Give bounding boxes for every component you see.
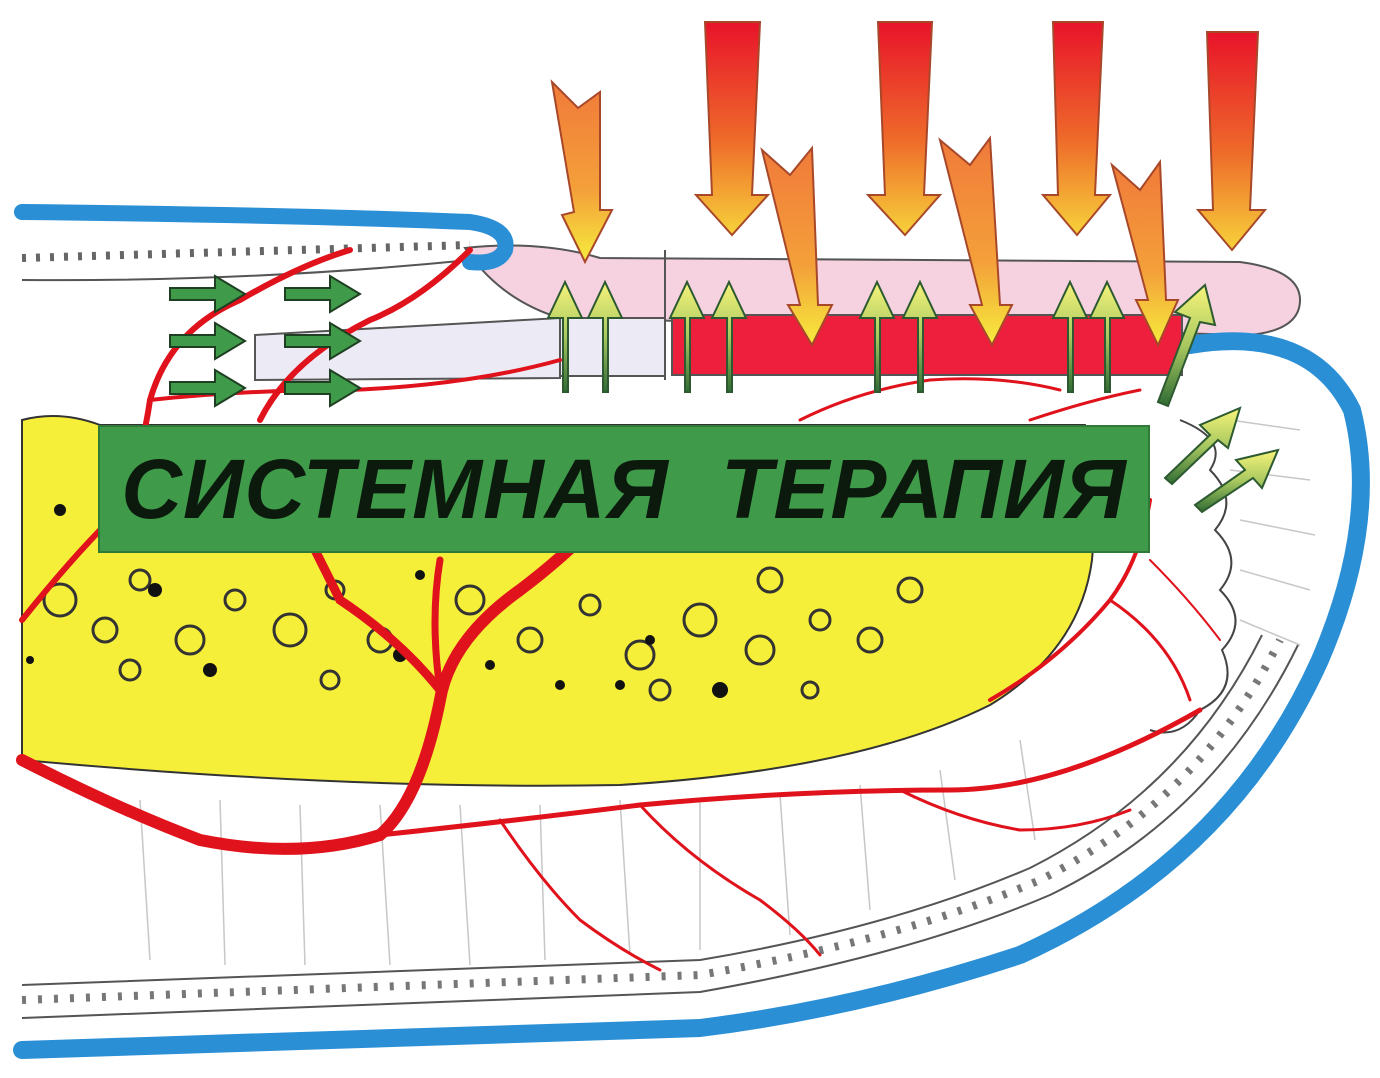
diagram-title: СИСТЕМНАЯ ТЕРАПИЯ: [121, 447, 1126, 531]
title-banner: СИСТЕМНАЯ ТЕРАПИЯ: [98, 425, 1150, 553]
arrow-down-4: [1198, 32, 1265, 250]
arrow-diag-1: [552, 82, 612, 262]
arrow-down-2: [868, 22, 940, 235]
arrow-down-3: [1043, 22, 1110, 235]
arrow-down-1: [696, 22, 768, 235]
